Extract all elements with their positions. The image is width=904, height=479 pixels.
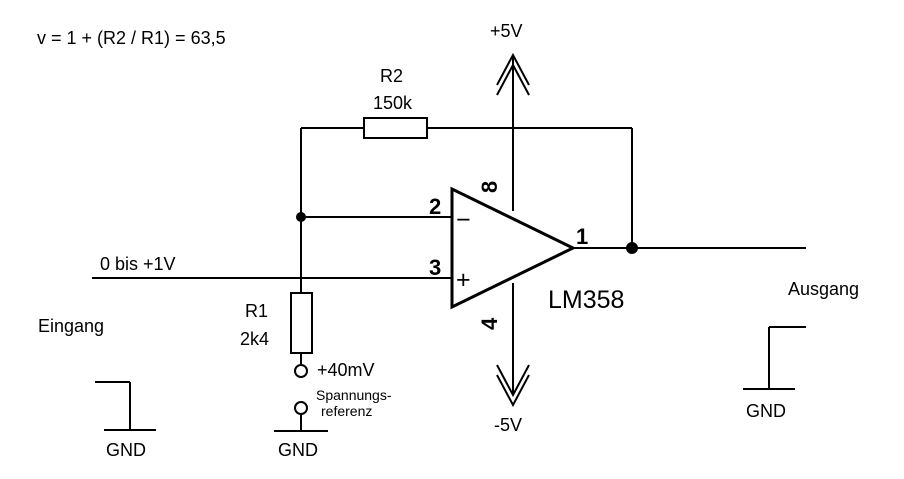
reference-ground-symbol bbox=[274, 414, 328, 432]
gain-formula: v = 1 + (R2 / R1) = 63,5 bbox=[37, 28, 226, 48]
input-range-label: 0 bis +1V bbox=[100, 254, 176, 274]
opamp-part-label: LM358 bbox=[548, 286, 624, 314]
opamp-plus-sign: + bbox=[456, 266, 471, 294]
reference-terminal-top bbox=[294, 364, 308, 378]
pin-vminus: 4 bbox=[477, 317, 502, 330]
output-ground-symbol bbox=[743, 326, 806, 390]
output-junction-dot bbox=[626, 242, 638, 254]
reference-label-line1: Spannungs- bbox=[316, 387, 392, 403]
input-ground-symbol bbox=[95, 381, 156, 431]
resistor-r2 bbox=[363, 117, 428, 139]
r1-value: 2k4 bbox=[240, 329, 269, 349]
supply-positive-label: +5V bbox=[490, 21, 523, 41]
reference-label-line2: referenz bbox=[321, 403, 372, 419]
opamp-minus-sign: − bbox=[456, 206, 471, 234]
output-label: Ausgang bbox=[788, 279, 859, 299]
pin-non-inverting: 3 bbox=[429, 255, 441, 280]
supply-negative-arrow bbox=[496, 283, 530, 408]
r2-value: 150k bbox=[373, 93, 413, 113]
pin-inverting: 2 bbox=[429, 194, 441, 219]
supply-positive-arrow bbox=[496, 52, 530, 211]
output-ground-label: GND bbox=[746, 401, 786, 421]
supply-negative-label: -5V bbox=[494, 415, 522, 435]
reference-ground-label: GND bbox=[278, 440, 318, 460]
pin-vplus: 8 bbox=[477, 181, 502, 193]
r2-name: R2 bbox=[380, 66, 403, 86]
reference-voltage-label: +40mV bbox=[317, 360, 375, 380]
reference-terminal-bottom bbox=[294, 401, 308, 415]
feedback-wire bbox=[300, 127, 633, 293]
r1-name: R1 bbox=[245, 301, 268, 321]
opamp-triangle bbox=[450, 186, 577, 310]
resistor-r1 bbox=[290, 292, 313, 354]
pin-output: 1 bbox=[576, 224, 588, 249]
input-ground-label: GND bbox=[106, 440, 146, 460]
junction-dot bbox=[296, 212, 306, 222]
input-label: Eingang bbox=[38, 316, 104, 336]
